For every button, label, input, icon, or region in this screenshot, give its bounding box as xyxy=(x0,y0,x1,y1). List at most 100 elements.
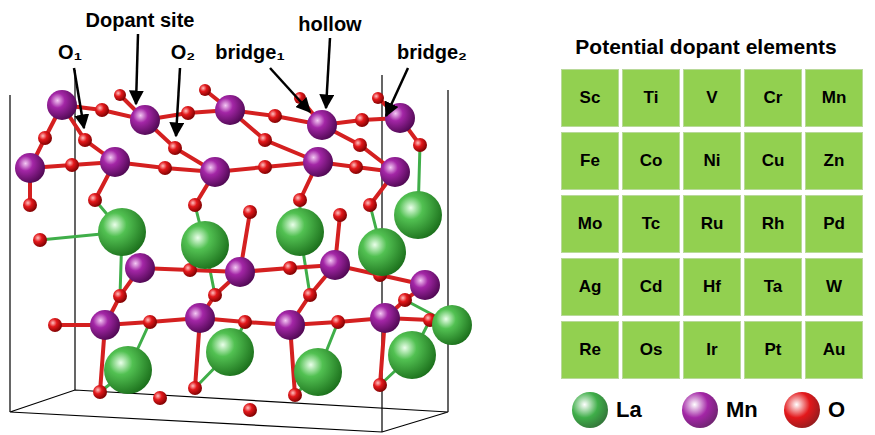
atom xyxy=(363,198,377,212)
element-cell: Ru xyxy=(683,195,741,253)
legend-item: Mn xyxy=(682,392,758,428)
la-o-bonds xyxy=(40,145,452,395)
atom xyxy=(288,388,302,402)
atom xyxy=(104,346,152,394)
element-cell: Zn xyxy=(805,132,863,190)
element-cell: Ir xyxy=(683,321,741,379)
atom xyxy=(320,250,350,280)
atom xyxy=(238,315,252,329)
atom xyxy=(413,138,427,152)
bond-line xyxy=(136,34,138,104)
element-symbol: Pt xyxy=(765,340,782,360)
atom xyxy=(373,378,387,392)
element-cell: Co xyxy=(622,132,680,190)
cell-box xyxy=(10,70,448,432)
atom xyxy=(125,253,155,283)
atom xyxy=(158,161,172,175)
element-symbol: Hf xyxy=(703,277,721,297)
element-cell: Os xyxy=(622,321,680,379)
atom xyxy=(143,315,157,329)
element-symbol: W xyxy=(826,277,842,297)
bond-line xyxy=(270,68,310,112)
atom xyxy=(95,103,109,117)
atom xyxy=(15,153,45,183)
atom xyxy=(258,133,272,147)
element-cell: Re xyxy=(561,321,619,379)
lanthanum-atoms xyxy=(98,191,472,396)
element-cell: Sc xyxy=(561,69,619,127)
atom xyxy=(275,310,305,340)
element-symbol: Re xyxy=(579,340,601,360)
atom xyxy=(168,141,182,155)
element-cell: Ag xyxy=(561,258,619,316)
element-cell: Mn xyxy=(805,69,863,127)
atom xyxy=(199,84,211,96)
element-symbol: Zn xyxy=(824,151,845,171)
atom xyxy=(33,233,47,247)
legend-text: Mn xyxy=(726,397,758,423)
element-cell: W xyxy=(805,258,863,316)
element-symbol: Ru xyxy=(701,214,724,234)
element-symbol: Ta xyxy=(764,277,783,297)
element-symbol: Sc xyxy=(580,88,601,108)
bond-line xyxy=(30,90,400,205)
element-symbol: Cr xyxy=(764,88,783,108)
element-symbol: Rh xyxy=(762,214,785,234)
element-cell: Tc xyxy=(622,195,680,253)
legend-text: La xyxy=(616,397,642,423)
element-cell: Cr xyxy=(744,69,802,127)
site-label: bridge₂ xyxy=(397,40,467,64)
bond-line xyxy=(386,68,408,116)
atom xyxy=(188,381,202,395)
bond-line xyxy=(10,70,448,432)
element-symbol: Cu xyxy=(762,151,785,171)
atom xyxy=(113,289,127,303)
atom xyxy=(181,106,195,120)
atom xyxy=(349,160,363,174)
atom xyxy=(200,157,230,187)
atom xyxy=(98,208,146,256)
legend-swatch xyxy=(682,392,718,428)
atom xyxy=(380,157,410,187)
atom xyxy=(243,403,257,417)
element-symbol: Ni xyxy=(704,151,721,171)
element-cell: Fe xyxy=(561,132,619,190)
element-symbol: Mn xyxy=(822,88,847,108)
atom xyxy=(93,385,107,399)
atom xyxy=(258,160,272,174)
legend-text: O xyxy=(828,397,845,423)
element-cell: Cd xyxy=(622,258,680,316)
atom xyxy=(372,92,384,104)
site-label: Dopant site xyxy=(86,8,195,32)
atom xyxy=(394,191,442,239)
element-cell: Ta xyxy=(744,258,802,316)
atom xyxy=(78,133,92,147)
site-label: bridge₁ xyxy=(215,40,284,64)
atom xyxy=(307,110,337,140)
mn-o-bonds xyxy=(30,90,430,395)
element-symbol: Cd xyxy=(640,277,663,297)
atom xyxy=(331,315,345,329)
element-cell: Au xyxy=(805,321,863,379)
atom xyxy=(355,113,369,127)
atom xyxy=(432,305,472,345)
atom xyxy=(303,288,317,302)
element-symbol: Fe xyxy=(580,151,600,171)
atom xyxy=(23,198,37,212)
atom xyxy=(283,261,297,275)
atom xyxy=(114,89,126,101)
element-cell: Pt xyxy=(744,321,802,379)
atom xyxy=(206,328,254,376)
bond-line xyxy=(326,38,330,108)
legend-swatch xyxy=(572,392,608,428)
atom xyxy=(243,205,257,219)
pointer-arrows xyxy=(74,34,408,136)
element-cell: Hf xyxy=(683,258,741,316)
atom xyxy=(303,147,333,177)
element-cell: Mo xyxy=(561,195,619,253)
atom xyxy=(293,193,307,207)
legend-swatch xyxy=(784,392,820,428)
bond-line xyxy=(74,68,84,128)
element-symbol: Au xyxy=(823,340,846,360)
